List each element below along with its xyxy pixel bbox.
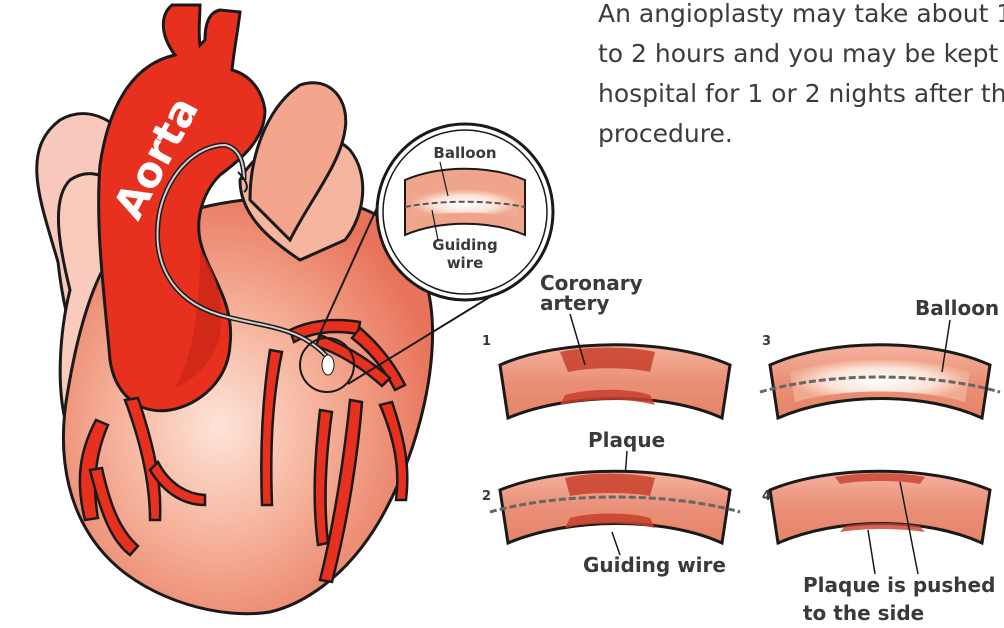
magnifier-wire-label-1: Guiding xyxy=(432,236,497,254)
step-3-number: 3 xyxy=(762,334,771,349)
step-1-panel: 1 Coronary artery xyxy=(482,271,730,418)
step-3-panel: 3 Balloon xyxy=(760,296,1000,418)
step-3-balloon-label: Balloon xyxy=(915,296,999,320)
pushed-label-1: Plaque is pushed xyxy=(803,573,995,597)
pushed-label-2: to the side xyxy=(803,601,924,625)
magnifier-balloon-label: Balloon xyxy=(433,144,496,162)
heart: Aorta xyxy=(37,5,433,614)
magnifier-wire-label-2: wire xyxy=(447,254,484,272)
coronary-label-2: artery xyxy=(540,291,609,315)
magnifier: Balloon Guiding wire xyxy=(377,124,553,300)
step-2-plaque-top xyxy=(565,474,655,497)
step-4-panel: 4 Plaque is pushed to the side xyxy=(762,471,995,625)
step-2-number: 2 xyxy=(482,489,491,504)
plaque-label: Plaque xyxy=(588,428,665,452)
guiding-wire-label: Guiding wire xyxy=(583,553,726,577)
step-2-panel: 2 Guiding wire xyxy=(482,471,740,577)
step-4-vessel xyxy=(770,471,990,543)
step-1-number: 1 xyxy=(482,334,491,349)
